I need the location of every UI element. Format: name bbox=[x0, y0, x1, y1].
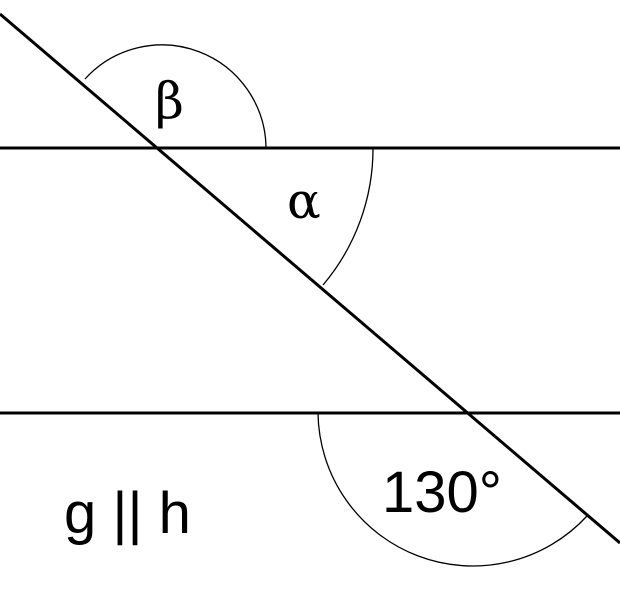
beta-angle-arc bbox=[84, 44, 267, 149]
parallel-relation-label: g || h bbox=[64, 481, 191, 546]
alpha-label: α bbox=[287, 172, 321, 230]
angle-130-label: 130° bbox=[382, 460, 502, 525]
alpha-angle-arc bbox=[322, 147, 374, 286]
angle-130-arc bbox=[317, 412, 588, 567]
transversal-line bbox=[0, 12, 620, 545]
beta-label: β bbox=[155, 72, 184, 130]
